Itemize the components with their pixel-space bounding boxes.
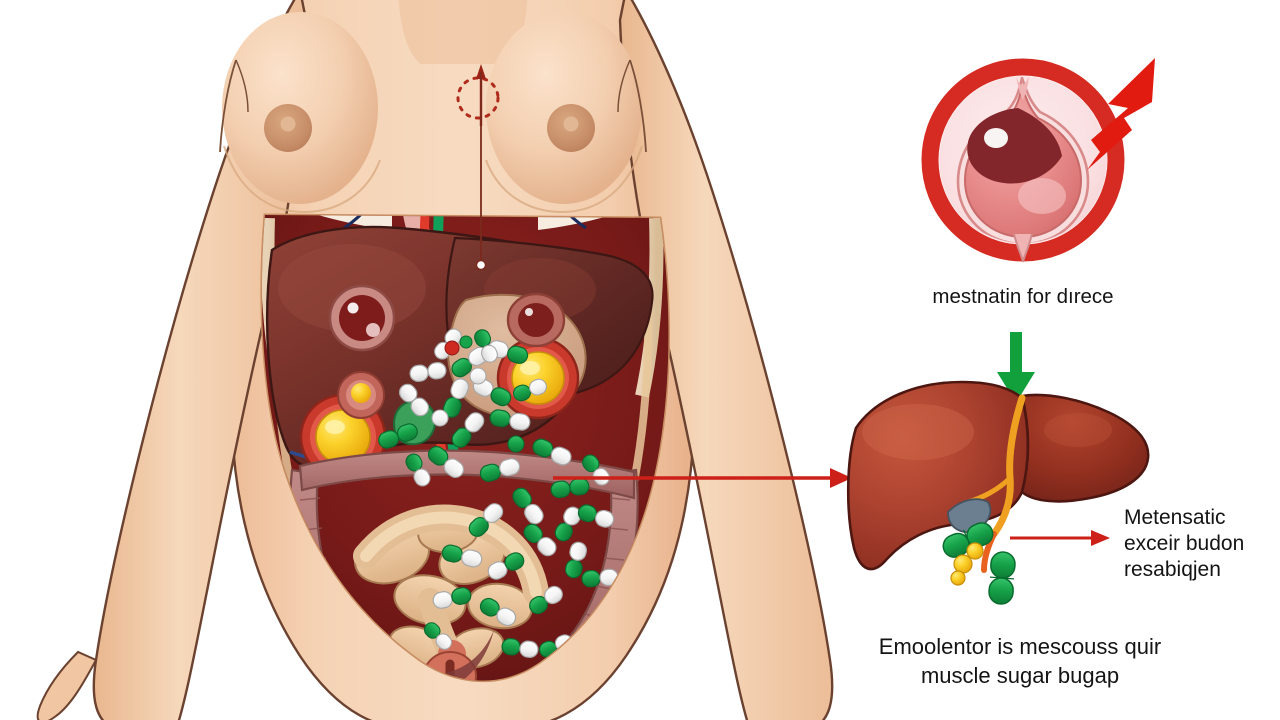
capsule-group [378, 328, 619, 658]
bottom-caption-line-1: Emoolentor is mescouss quir [879, 634, 1161, 659]
yellow-sphere-group-small [337, 371, 385, 419]
pleura-left [343, 215, 390, 230]
left-arm-hand [36, 650, 98, 720]
liver-detail-capsule-2 [988, 551, 1016, 605]
right-nipple [563, 116, 579, 132]
duct-cross-section-inset [921, 58, 1155, 263]
liver-detail-left-lobe [846, 380, 1030, 571]
main-torso-panel [36, 0, 834, 720]
green-arrow-down [997, 332, 1035, 403]
diaphragm-left [290, 215, 392, 230]
abdominal-cavity-contents [261, 215, 669, 681]
duct-occlusion-crescent [967, 108, 1062, 184]
left-breast-underline [223, 145, 381, 214]
cavity-dark-ring-right [506, 292, 566, 348]
liver-lesion-gloss [347, 302, 359, 314]
duct-neck-bottom [1013, 233, 1033, 263]
pleura-right [540, 215, 587, 230]
occlusion-gloss [984, 128, 1008, 148]
duct-neck-top [1016, 77, 1029, 100]
left-armpit-line2 [235, 59, 249, 113]
inset-caption-text: mestnatin for dırece [932, 285, 1113, 308]
liver-detail-pill-1 [953, 554, 973, 574]
left-armpit-line [219, 59, 237, 153]
inset-pointer-arrow [1087, 58, 1155, 170]
liver-detail-pill-3 [950, 570, 966, 586]
right-armpit-line2 [617, 59, 631, 113]
marker-arrow-head [476, 64, 486, 79]
liver-caption-line-2: exceir budon [1124, 532, 1244, 555]
pointer-leader-dot [475, 259, 487, 271]
left-nipple [280, 116, 296, 132]
liver-detail-highlight-2 [1044, 413, 1112, 447]
liver-detail-capsule-1 [942, 522, 994, 558]
diaphragm-right [538, 215, 640, 230]
liver-detail-right-lobe [1020, 393, 1150, 503]
liver-lesion-gloss-2 [366, 323, 380, 337]
duct-lumen-gloss [1018, 178, 1066, 214]
right-breast-underline [485, 145, 643, 214]
liver-detail-pill-2 [966, 542, 984, 560]
bottom-caption-line-2: muscle sugar bugap [921, 663, 1119, 688]
liver-detail-highlight [862, 404, 974, 460]
neck-shadow [398, 0, 528, 64]
right-armpit-line [629, 59, 647, 153]
liver-detail-panel [846, 380, 1150, 605]
transverse-colon-inner [360, 511, 542, 598]
red-arrow-liver-to-text [1010, 530, 1110, 546]
red-arrow-torso-to-liver [553, 468, 852, 488]
liver-caption-line-1: Metensatic [1124, 506, 1226, 529]
liver-caption-line-3: resabiqjen [1124, 558, 1221, 581]
